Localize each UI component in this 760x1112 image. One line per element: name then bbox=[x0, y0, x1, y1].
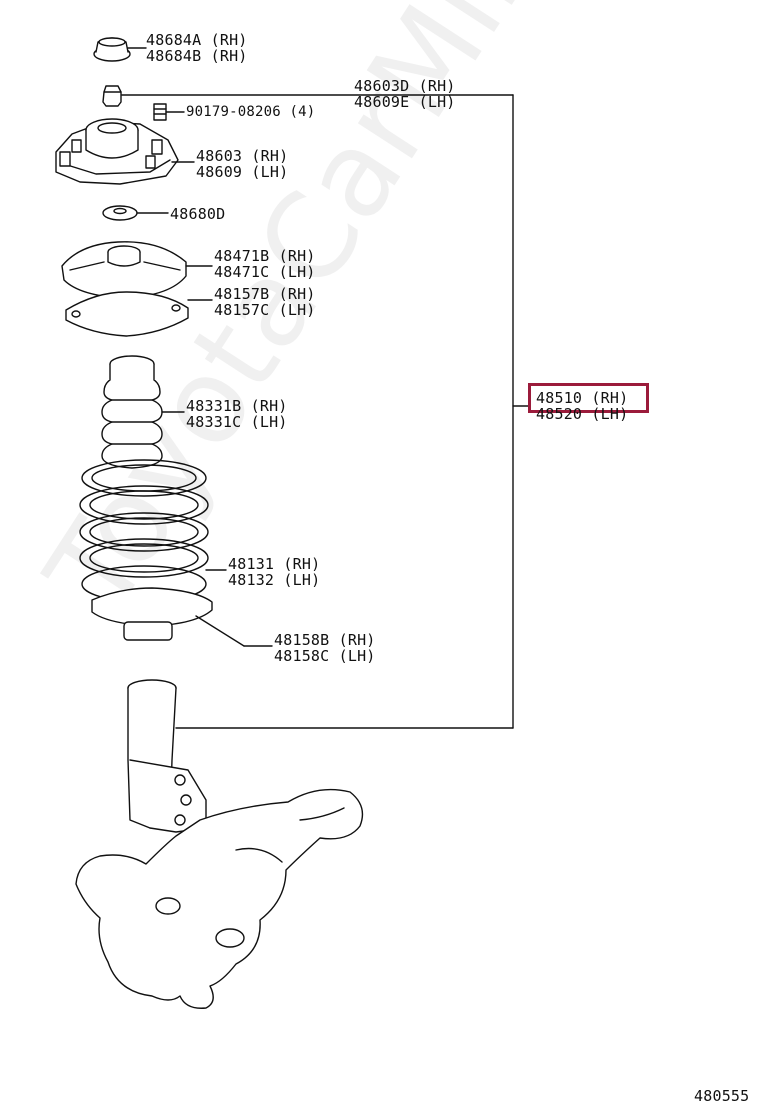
part-label-48603d[interactable]: 48603D (RH) 48609E (LH) bbox=[354, 78, 456, 110]
diagram-code: 480555 bbox=[694, 1087, 750, 1105]
nut-drawing bbox=[102, 85, 122, 107]
part-number-rh: 48603 (RH) bbox=[196, 147, 289, 165]
part-number-rh: 48471B (RH) bbox=[214, 247, 316, 265]
leader-lines bbox=[121, 47, 529, 729]
part-number-rh: 48158B (RH) bbox=[274, 631, 376, 649]
part-number-rh: 48331B (RH) bbox=[186, 397, 288, 415]
part-number-rh: 48510 (RH) bbox=[536, 389, 629, 407]
coil-spring-drawing bbox=[79, 459, 209, 603]
part-label-48684[interactable]: 48684A (RH) 48684B (RH) bbox=[146, 32, 248, 64]
part-number-rh: 48684A (RH) bbox=[146, 31, 248, 49]
part-number: 48680D bbox=[170, 205, 226, 223]
steering-knuckle-drawing bbox=[75, 788, 364, 1009]
dust-cap-drawing bbox=[93, 37, 131, 62]
part-number-lh: 48609 (LH) bbox=[196, 163, 289, 181]
part-label-90179[interactable]: 90179-08206 (4) bbox=[186, 104, 315, 120]
strut-mount-drawing bbox=[55, 118, 179, 185]
part-number-rh: 48603D (RH) bbox=[354, 77, 456, 95]
lower-insulator-drawing bbox=[91, 587, 213, 641]
part-label-48471[interactable]: 48471B (RH) 48471C (LH) bbox=[214, 248, 316, 280]
part-label-48510[interactable]: 48510 (RH) 48520 (LH) bbox=[536, 390, 628, 422]
washer-drawing bbox=[102, 205, 138, 221]
part-label-48131[interactable]: 48131 (RH) 48132 (LH) bbox=[228, 556, 320, 588]
bolt-drawing bbox=[153, 103, 167, 121]
spring-insulator-drawing bbox=[65, 291, 189, 337]
shock-absorber-drawing bbox=[127, 679, 207, 833]
part-label-48331[interactable]: 48331B (RH) 48331C (LH) bbox=[186, 398, 288, 430]
upper-spring-seat-drawing bbox=[61, 241, 187, 299]
part-label-48157[interactable]: 48157B (RH) 48157C (LH) bbox=[214, 286, 316, 318]
part-number-lh: 48331C (LH) bbox=[186, 413, 288, 431]
part-number-lh: 48609E (LH) bbox=[354, 93, 456, 111]
part-label-48680[interactable]: 48680D bbox=[170, 206, 225, 222]
part-number: 90179-08206 (4) bbox=[186, 104, 316, 120]
part-number-lh: 48157C (LH) bbox=[214, 301, 316, 319]
part-number-lh: 48132 (LH) bbox=[228, 571, 321, 589]
part-number-rh-alt: 48684B (RH) bbox=[146, 47, 248, 65]
part-number-rh: 48131 (RH) bbox=[228, 555, 321, 573]
part-label-48158[interactable]: 48158B (RH) 48158C (LH) bbox=[274, 632, 376, 664]
part-number-lh: 48158C (LH) bbox=[274, 647, 376, 665]
part-number-lh: 48520 (LH) bbox=[536, 405, 629, 423]
bump-stopper-drawing bbox=[101, 355, 163, 469]
part-label-48603[interactable]: 48603 (RH) 48609 (LH) bbox=[196, 148, 288, 180]
highlight-box bbox=[528, 383, 649, 413]
part-number-lh: 48471C (LH) bbox=[214, 263, 316, 281]
part-number-rh: 48157B (RH) bbox=[214, 285, 316, 303]
